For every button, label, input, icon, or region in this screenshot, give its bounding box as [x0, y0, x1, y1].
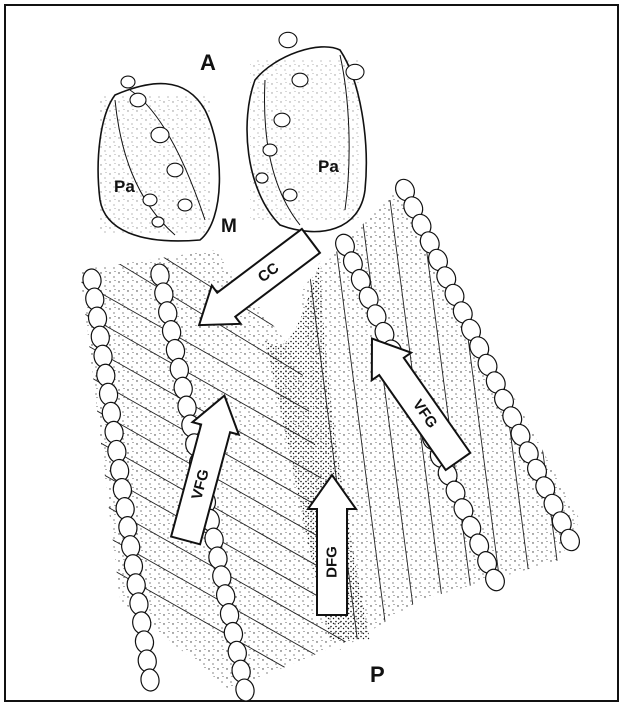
particle	[292, 73, 308, 87]
particle	[279, 32, 297, 47]
left-palp-label: Pa	[114, 177, 135, 196]
particle	[130, 93, 146, 107]
particle	[143, 194, 157, 206]
particle	[178, 199, 192, 211]
particle	[121, 76, 135, 88]
particle	[283, 189, 297, 201]
right-palp-label: Pa	[318, 157, 339, 176]
particle	[256, 173, 268, 183]
dfg-arrow-label: DFG	[324, 546, 341, 578]
mouth-label: M	[221, 216, 237, 237]
anterior-label: A	[200, 50, 216, 75]
particle	[152, 217, 164, 227]
particle	[263, 144, 277, 156]
bead	[140, 668, 161, 692]
particle	[274, 113, 290, 127]
particle	[167, 163, 183, 177]
particle	[151, 127, 169, 142]
particle	[346, 64, 364, 79]
posterior-label: P	[370, 662, 385, 687]
